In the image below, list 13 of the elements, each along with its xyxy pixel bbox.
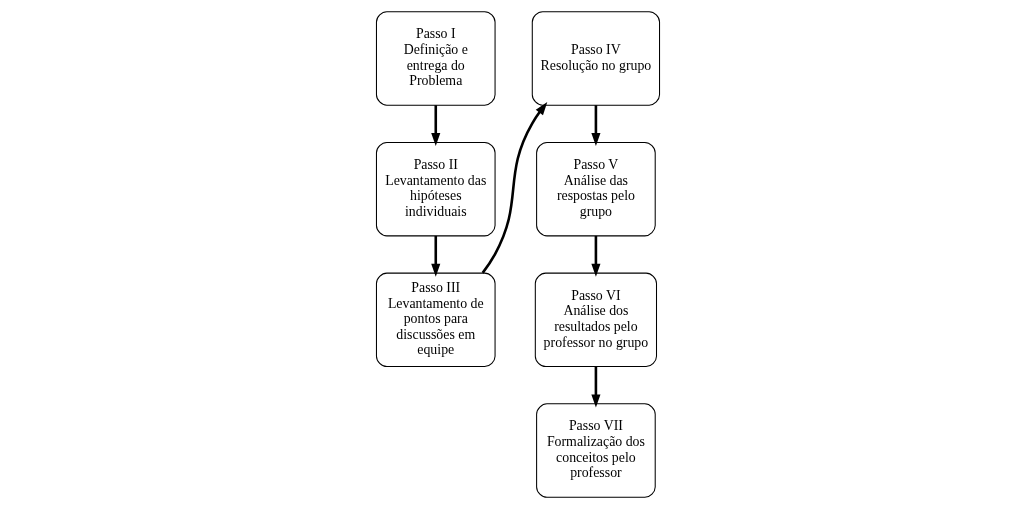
node-box: Passo I Definição e entrega do Problema (375, 11, 496, 106)
arrow (590, 105, 600, 147)
node-box: Passo VI Análise dos resultados pelo professor no grupo (534, 272, 657, 368)
node-box: Passo VII Formalização dos conceitos pelo professor (535, 403, 656, 498)
node-box: Passo II Levantamento das hipóteses individuais (375, 141, 496, 237)
node-box: Passo V Análise das respostas pelo grupo (535, 141, 656, 237)
arrow (590, 366, 600, 408)
arrow (590, 235, 600, 277)
node-box: Passo III Levantamento de pontos para discussões em equipe (375, 272, 496, 368)
arrow (481, 102, 547, 274)
node-box: Passo IV Resolução no grupo (531, 11, 660, 106)
arrow (430, 235, 440, 277)
arrow (430, 105, 440, 147)
